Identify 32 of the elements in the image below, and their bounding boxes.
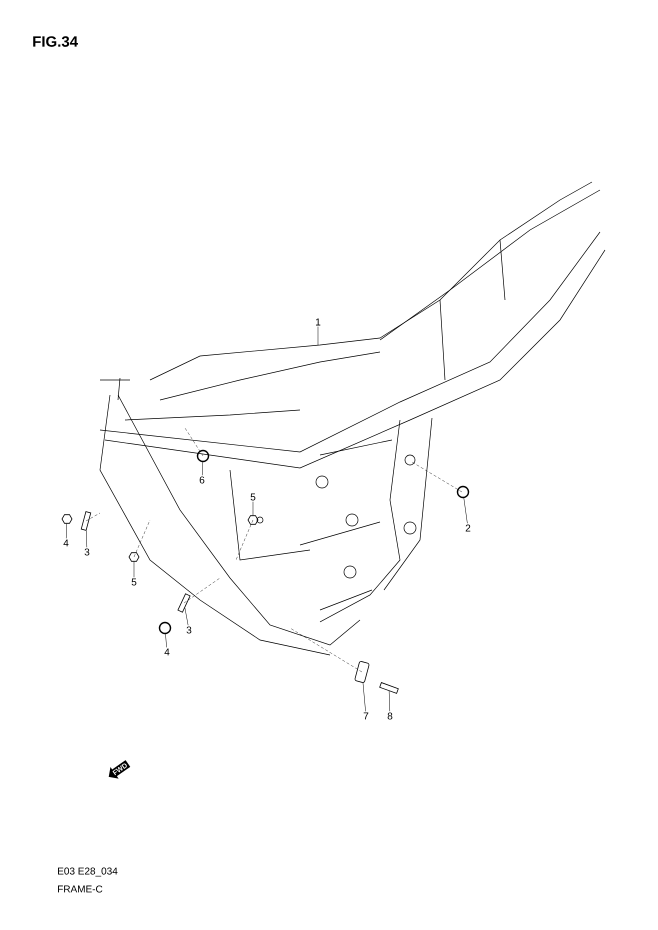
leader-line xyxy=(464,498,468,524)
callout-number: 1 xyxy=(316,318,320,326)
callout-number: 4 xyxy=(164,648,170,656)
nut-drawing xyxy=(248,515,258,525)
callout-number: 3 xyxy=(186,626,192,634)
bolt-drawing xyxy=(379,682,399,694)
washer-drawing xyxy=(196,450,210,462)
leader-line xyxy=(202,462,203,476)
washer-drawing xyxy=(456,486,470,498)
leader-line xyxy=(66,523,68,539)
leader-line xyxy=(362,682,366,712)
leader-line xyxy=(252,501,254,516)
leader-line xyxy=(388,690,390,712)
bracket-drawing xyxy=(354,661,370,683)
washer-drawing xyxy=(158,622,172,634)
caption-text: E03 E28_034 xyxy=(58,868,118,876)
leader-line xyxy=(86,530,88,548)
callout-number: 6 xyxy=(200,476,204,484)
leader-line xyxy=(184,608,188,626)
callout-number: 2 xyxy=(466,524,470,532)
callout-number: 4 xyxy=(63,540,68,546)
leader-line xyxy=(165,634,167,648)
caption-text: FRAME-C xyxy=(58,885,102,893)
figure-title: FIG.34 xyxy=(33,36,78,47)
callout-number: 5 xyxy=(250,494,256,500)
bolt-drawing xyxy=(80,511,92,531)
nut-drawing xyxy=(128,552,140,562)
callout-number: 8 xyxy=(388,712,392,720)
callout-number: 5 xyxy=(132,578,136,586)
nut-drawing xyxy=(62,514,72,524)
callout-number: 7 xyxy=(364,712,368,720)
callout-number: 3 xyxy=(84,548,90,556)
